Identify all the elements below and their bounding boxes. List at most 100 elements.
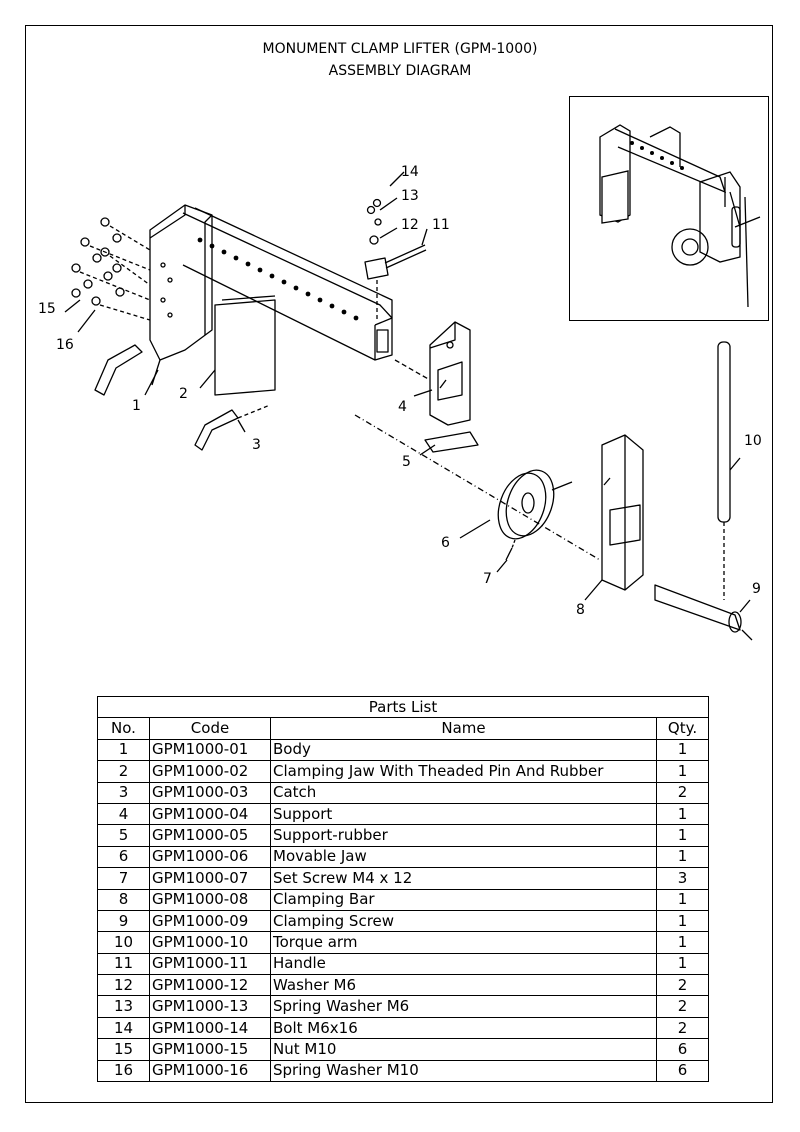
cell-no: 9 bbox=[97, 909, 150, 933]
cell-code: GPM1000-03 bbox=[149, 781, 271, 804]
cell-name: Movable Jaw bbox=[270, 845, 657, 869]
callout-8: 8 bbox=[576, 602, 585, 618]
cell-no: 2 bbox=[97, 760, 150, 783]
inset-view bbox=[569, 96, 769, 321]
part-clamping-screw bbox=[654, 584, 753, 641]
cell-no: 15 bbox=[97, 1038, 150, 1061]
cell-code: GPM1000-12 bbox=[149, 974, 271, 997]
cell-qty: 3 bbox=[656, 867, 709, 890]
cell-name: Bolt M6x16 bbox=[270, 1016, 657, 1040]
part-set-screw bbox=[505, 539, 516, 561]
cell-no: 3 bbox=[97, 781, 150, 804]
cell-no: 5 bbox=[97, 824, 150, 847]
column-header-qty: Qty. bbox=[656, 717, 709, 740]
cell-qty: 1 bbox=[656, 952, 709, 976]
inset-illustration bbox=[599, 124, 761, 308]
part-body bbox=[149, 204, 213, 386]
cell-code: GPM1000-02 bbox=[149, 760, 271, 783]
cell-no: 6 bbox=[97, 845, 150, 869]
callout-3: 3 bbox=[252, 437, 261, 453]
cell-code: GPM1000-05 bbox=[149, 824, 271, 847]
cell-no: 4 bbox=[97, 802, 150, 826]
callout-4: 4 bbox=[398, 399, 407, 415]
cell-no: 7 bbox=[97, 867, 150, 890]
part-catch bbox=[94, 344, 271, 451]
cell-name: Support-rubber bbox=[270, 824, 657, 847]
callout-leaders bbox=[64, 171, 741, 601]
part-clamping-jaw bbox=[214, 295, 276, 396]
part-movable-jaw bbox=[497, 469, 573, 540]
cell-name: Nut M10 bbox=[270, 1038, 657, 1061]
callout-16: 16 bbox=[56, 337, 74, 353]
cell-qty: 1 bbox=[656, 845, 709, 869]
cell-name: Handle bbox=[270, 952, 657, 976]
cell-qty: 1 bbox=[656, 802, 709, 826]
part-clamping-bar bbox=[601, 434, 644, 591]
parts-list-header-row: No. Code Name Qty. bbox=[97, 717, 709, 740]
cell-qty: 1 bbox=[656, 824, 709, 847]
part-support-rubber bbox=[354, 359, 601, 561]
cell-no: 16 bbox=[97, 1059, 150, 1083]
part-beam bbox=[182, 207, 393, 361]
part-nuts-washers bbox=[71, 217, 151, 321]
cell-name: Spring Washer M6 bbox=[270, 995, 657, 1018]
cell-qty: 1 bbox=[656, 931, 709, 954]
cell-code: GPM1000-09 bbox=[149, 909, 271, 933]
cell-name: Clamping Bar bbox=[270, 888, 657, 911]
drawing-border bbox=[25, 25, 773, 1103]
callout-10: 10 bbox=[744, 433, 762, 449]
cell-no: 14 bbox=[97, 1016, 150, 1040]
cell-name: Clamping Screw bbox=[270, 909, 657, 933]
cell-name: Body bbox=[270, 738, 657, 762]
cell-qty: 1 bbox=[656, 760, 709, 783]
cell-no: 11 bbox=[97, 952, 150, 976]
cell-no: 10 bbox=[97, 931, 150, 954]
part-support bbox=[429, 321, 471, 426]
assembly-drawing bbox=[64, 171, 753, 641]
parts-list-caption: Parts List bbox=[97, 695, 709, 719]
drawing-title: MONUMENT CLAMP LIFTER (GPM-1000) bbox=[262, 41, 538, 57]
cell-name: Washer M6 bbox=[270, 974, 657, 997]
cell-qty: 1 bbox=[656, 909, 709, 933]
callout-14: 14 bbox=[401, 164, 419, 180]
cell-qty: 1 bbox=[656, 888, 709, 911]
callout-5: 5 bbox=[402, 454, 411, 470]
column-header-code: Code bbox=[149, 717, 271, 740]
cell-code: GPM1000-14 bbox=[149, 1016, 271, 1040]
cell-qty: 6 bbox=[656, 1059, 709, 1083]
callout-9: 9 bbox=[752, 581, 761, 597]
cell-no: 13 bbox=[97, 995, 150, 1018]
cell-qty: 1 bbox=[656, 738, 709, 762]
part-bolts-handle bbox=[364, 198, 427, 320]
callout-11: 11 bbox=[432, 217, 450, 233]
cell-qty: 2 bbox=[656, 1016, 709, 1040]
cell-code: GPM1000-07 bbox=[149, 867, 271, 890]
cell-code: GPM1000-01 bbox=[149, 738, 271, 762]
cell-name: Set Screw M4 x 12 bbox=[270, 867, 657, 890]
cell-name: Clamping Jaw With Theaded Pin And Rubber bbox=[270, 760, 657, 783]
cell-code: GPM1000-10 bbox=[149, 931, 271, 954]
part-torque-arm bbox=[717, 341, 731, 600]
cell-code: GPM1000-16 bbox=[149, 1059, 271, 1083]
cell-name: Support bbox=[270, 802, 657, 826]
cell-code: GPM1000-13 bbox=[149, 995, 271, 1018]
cell-qty: 2 bbox=[656, 995, 709, 1018]
cell-qty: 2 bbox=[656, 781, 709, 804]
cell-code: GPM1000-15 bbox=[149, 1038, 271, 1061]
cell-no: 1 bbox=[97, 738, 150, 762]
cell-code: GPM1000-08 bbox=[149, 888, 271, 911]
